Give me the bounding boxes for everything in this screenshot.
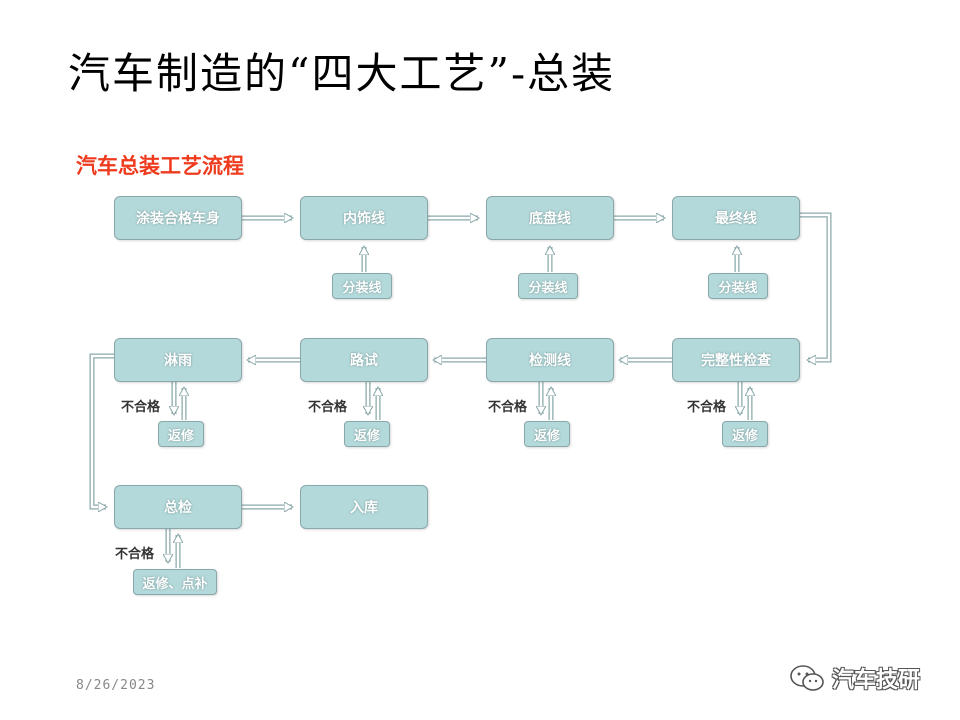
node-repair-2: 返修 (344, 421, 390, 447)
node-repair-touchup: 返修、点补 (133, 569, 217, 595)
node-final-line: 最终线 (672, 196, 800, 240)
node-chassis-line: 底盘线 (486, 196, 614, 240)
node-repair-4: 返修 (722, 421, 768, 447)
node-road-test: 路试 (300, 338, 428, 382)
node-completeness-check: 完整性检查 (672, 338, 800, 382)
node-repair-3: 返修 (524, 421, 570, 447)
page-title: 汽车制造的“四大工艺”-总装 (68, 49, 616, 98)
node-painted-body: 涂装合格车身 (114, 196, 242, 240)
reject-label-3: 不合格 (488, 400, 528, 415)
reject-label-5: 不合格 (115, 547, 155, 562)
diagram-subtitle: 汽车总装工艺流程 (76, 153, 244, 178)
slide-date: 8/26/2023 (76, 678, 156, 693)
reject-label-2: 不合格 (308, 400, 348, 415)
wechat-icon (790, 665, 824, 691)
watermark-text: 汽车技研 (832, 668, 921, 693)
node-rain-test: 淋雨 (114, 338, 242, 382)
node-subassembly-2: 分装线 (518, 273, 578, 299)
reject-label-4: 不合格 (687, 400, 727, 415)
node-warehouse: 入库 (300, 485, 428, 529)
node-subassembly-3: 分装线 (708, 273, 768, 299)
node-final-inspection: 总检 (114, 485, 242, 529)
watermark: 汽车技研 (788, 662, 920, 694)
node-subassembly-1: 分装线 (332, 273, 392, 299)
reject-label-1: 不合格 (121, 400, 161, 415)
node-test-line: 检测线 (486, 338, 614, 382)
node-trim-line: 内饰线 (300, 196, 428, 240)
node-repair-1: 返修 (158, 421, 204, 447)
